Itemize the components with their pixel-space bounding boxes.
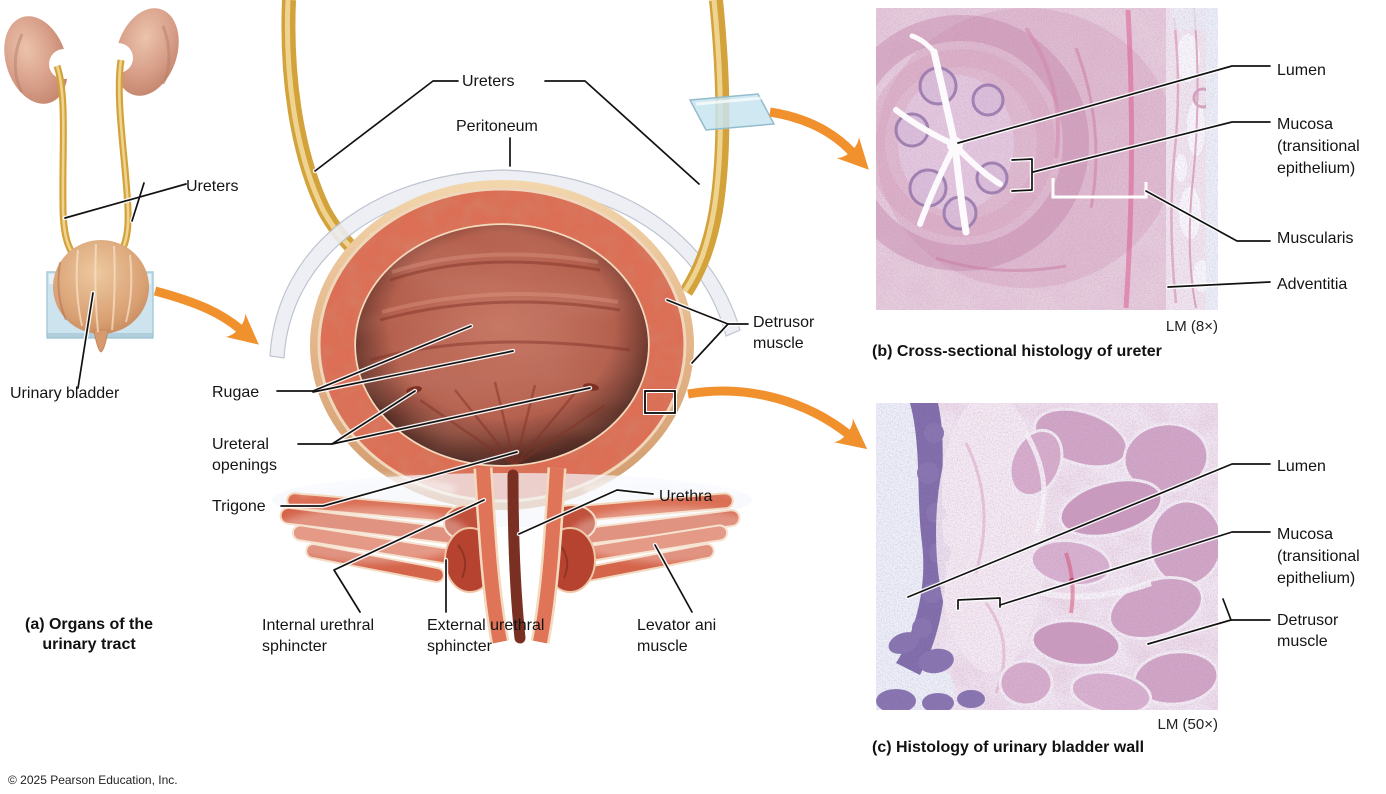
ureter-right-small <box>107 59 132 266</box>
arrow-slide-to-panel-b <box>769 107 869 170</box>
label-trigone: Trigone <box>212 498 266 515</box>
caption-panel-a: (a) Organs of the urinary tract <box>24 616 153 653</box>
label-rugae: Rugae <box>212 384 260 401</box>
label-ureteral-openings: Ureteral openings <box>212 436 277 474</box>
label-b-mucosa: Mucosa (transitional epithelium) <box>1277 116 1360 177</box>
ureter-right-tube <box>680 0 730 296</box>
magnification-panel-b: LM (8×) <box>1165 318 1218 335</box>
label-c-detrusor: Detrusor muscle <box>1277 612 1339 650</box>
zoom-arrows <box>153 107 869 450</box>
glass-slide-b <box>688 93 776 131</box>
label-ureters-small: Ureters <box>186 178 239 195</box>
ureter-left-small <box>53 64 83 265</box>
urinary-bladder-small <box>53 240 149 353</box>
caption-panel-b: (b) Cross-sectional histology of ureter <box>872 343 1162 360</box>
label-peritoneum: Peritoneum <box>456 118 538 135</box>
sample-box <box>643 389 677 415</box>
label-internal-urethral-sphincter: Internal urethral sphincter <box>262 617 375 655</box>
arrow-a-to-center <box>153 286 259 345</box>
label-b-lumen: Lumen <box>1277 62 1326 79</box>
caption-panel-c: (c) Histology of urinary bladder wall <box>872 739 1145 756</box>
fascia-highlights <box>270 475 770 563</box>
label-b-muscularis: Muscularis <box>1277 230 1354 247</box>
peritoneum-sheet <box>269 169 741 359</box>
bladder-interior <box>356 225 648 465</box>
histology-image-bladder-wall <box>876 403 1218 710</box>
histology-image-ureter <box>876 8 1218 310</box>
label-ureters-center: Ureters <box>462 73 515 90</box>
ureter-left-tube <box>281 0 373 268</box>
label-c-lumen: Lumen <box>1277 458 1326 475</box>
ureter-lumen-star <box>893 33 1003 236</box>
kidney-right-icon <box>103 8 179 96</box>
label-b-adventitia: Adventitia <box>1277 276 1348 293</box>
label-external-urethral-sphincter: External urethral sphincter <box>427 617 545 655</box>
panel-a-organs <box>4 8 179 353</box>
magnification-panel-c: LM (50×) <box>1157 716 1218 733</box>
center-bladder-section <box>269 0 776 644</box>
label-c-mucosa: Mucosa (transitional epithelium) <box>1277 526 1360 587</box>
arrow-box-to-panel-c <box>687 386 868 450</box>
label-levator-ani-muscle: Levator ani muscle <box>637 617 717 655</box>
urethra-tube <box>473 467 567 644</box>
kidney-left-icon <box>4 16 79 104</box>
copyright-notice: © 2025 Pearson Education, Inc. <box>8 773 178 787</box>
label-urinary-bladder: Urinary bladder <box>10 385 120 402</box>
label-detrusor-center: Detrusor muscle <box>753 314 815 352</box>
label-urethra: Urethra <box>659 488 713 505</box>
